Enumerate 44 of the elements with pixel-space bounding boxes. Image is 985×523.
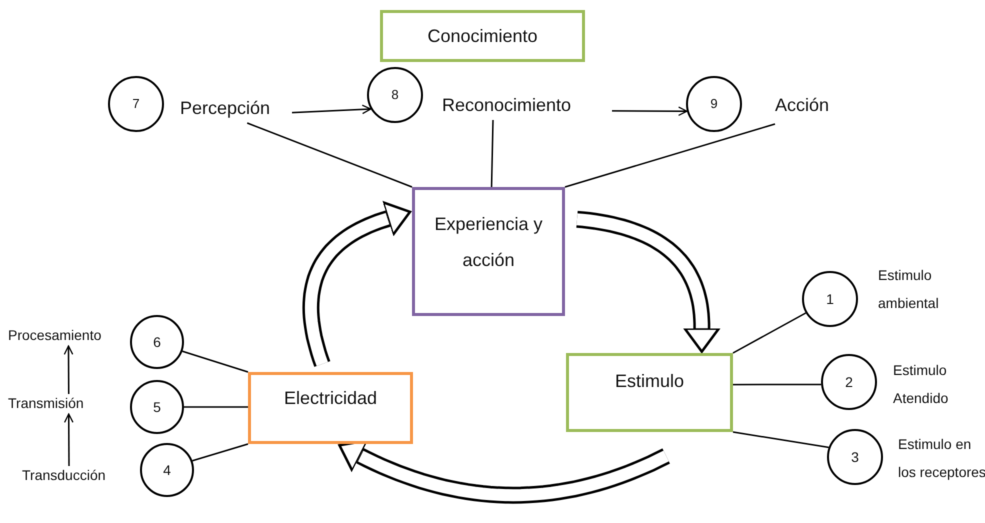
step-number: 9 <box>710 96 718 112</box>
step-label: Transducción <box>22 467 106 483</box>
step-label: Transmisión <box>8 395 84 411</box>
connector-line <box>732 431 829 448</box>
concept-box <box>248 372 413 444</box>
step-caption: Estimulo en los receptores <box>898 435 985 482</box>
step-number: 1 <box>826 290 834 308</box>
node-label: Experiencia y acción <box>433 213 544 272</box>
step-label: Percepción <box>180 98 270 118</box>
connector-line <box>732 312 806 354</box>
node-label: Conocimiento <box>427 25 538 48</box>
concept-box <box>380 10 585 62</box>
step-caption: Estimulo ambiental <box>878 266 940 313</box>
step-label: Procesamiento <box>8 327 102 343</box>
connector-line <box>192 443 248 462</box>
arrow <box>612 106 688 116</box>
arrow <box>64 413 74 466</box>
step-number: 8 <box>391 86 399 104</box>
connector-line <box>246 122 412 188</box>
concept-box <box>566 353 733 432</box>
connector-line <box>733 384 822 386</box>
step-number: 2 <box>845 372 853 392</box>
step-caption: Estimulo Atendido <box>893 361 950 408</box>
step-number: 5 <box>153 398 161 416</box>
step-label: Reconocimiento <box>442 95 572 115</box>
connector-line <box>182 350 248 373</box>
arrow <box>292 104 372 114</box>
step-number: 7 <box>132 96 140 112</box>
concept-box <box>412 187 565 316</box>
number-circle <box>140 443 194 497</box>
node-label: Estimulo <box>614 370 684 393</box>
block-arrow <box>574 210 720 353</box>
block-arrow <box>302 201 412 367</box>
step-label: Acción <box>775 95 830 115</box>
number-circle <box>130 315 184 369</box>
number-circle <box>130 380 184 434</box>
step-number: 4 <box>163 460 171 480</box>
step-number: 3 <box>851 448 859 466</box>
connector-line <box>184 406 248 408</box>
step-number: 6 <box>153 332 161 352</box>
connector-line <box>564 123 776 188</box>
arrow <box>64 345 74 394</box>
node-label: Electricidad <box>284 387 378 410</box>
connector-line <box>490 120 494 188</box>
